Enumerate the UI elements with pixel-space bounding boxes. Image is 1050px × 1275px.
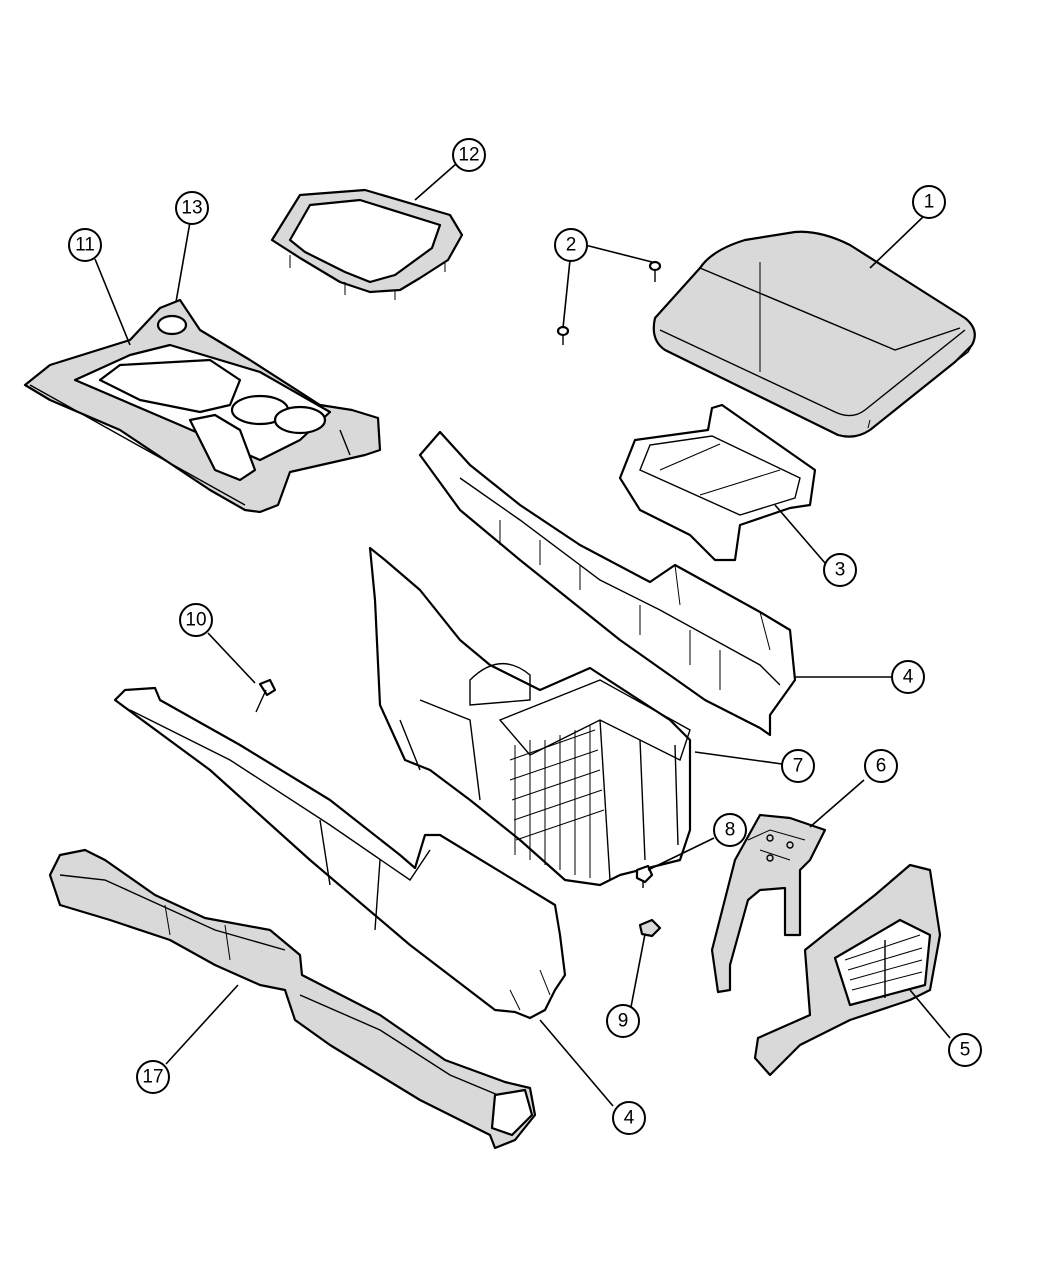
svg-text:11: 11: [75, 235, 95, 256]
svg-text:3: 3: [835, 560, 846, 581]
svg-text:10: 10: [185, 610, 206, 631]
bolt: [255, 678, 277, 713]
callout-12: 12: [452, 138, 486, 172]
center-bezel: [23, 298, 382, 514]
svg-text:4: 4: [624, 1108, 635, 1129]
callout-2: 2: [554, 228, 588, 262]
screw-lower: [556, 325, 570, 345]
console-frame: [368, 546, 692, 887]
storage-bin: [618, 403, 817, 562]
svg-text:7: 7: [793, 756, 804, 777]
callout-10: 10: [179, 603, 213, 637]
screw-upper: [648, 260, 662, 282]
svg-text:4: 4: [903, 667, 914, 688]
rear-vent-bezel: [753, 863, 942, 1077]
svg-text:17: 17: [142, 1067, 163, 1088]
svg-text:12: 12: [458, 145, 479, 166]
trim-ring: [270, 188, 464, 300]
callout-4-upper: 4: [891, 660, 925, 694]
side-panel-right: [418, 430, 797, 737]
svg-text:1: 1: [924, 192, 935, 213]
leader-lines: [94, 163, 951, 1107]
svg-text:6: 6: [876, 756, 887, 777]
callout-4-lower: 4: [612, 1101, 646, 1135]
bracket: [710, 813, 827, 994]
svg-text:5: 5: [960, 1040, 971, 1061]
svg-text:9: 9: [618, 1011, 629, 1032]
callout-7: 7: [781, 749, 815, 783]
callout-13: 13: [175, 191, 209, 225]
side-panel-left: [113, 686, 567, 1020]
nut: [638, 918, 662, 938]
callout-11: 11: [68, 228, 102, 262]
air-duct: [48, 848, 537, 1150]
callout-6: 6: [864, 749, 898, 783]
svg-text:2: 2: [566, 235, 577, 256]
callout-17: 17: [136, 1060, 170, 1094]
svg-text:13: 13: [181, 198, 202, 219]
callout-5: 5: [948, 1033, 982, 1067]
callout-3: 3: [823, 553, 857, 587]
armrest-lid: [652, 230, 976, 438]
callout-9: 9: [606, 1004, 640, 1038]
callout-1: 1: [912, 185, 946, 219]
svg-text:8: 8: [725, 820, 736, 841]
callout-8: 8: [713, 813, 747, 847]
